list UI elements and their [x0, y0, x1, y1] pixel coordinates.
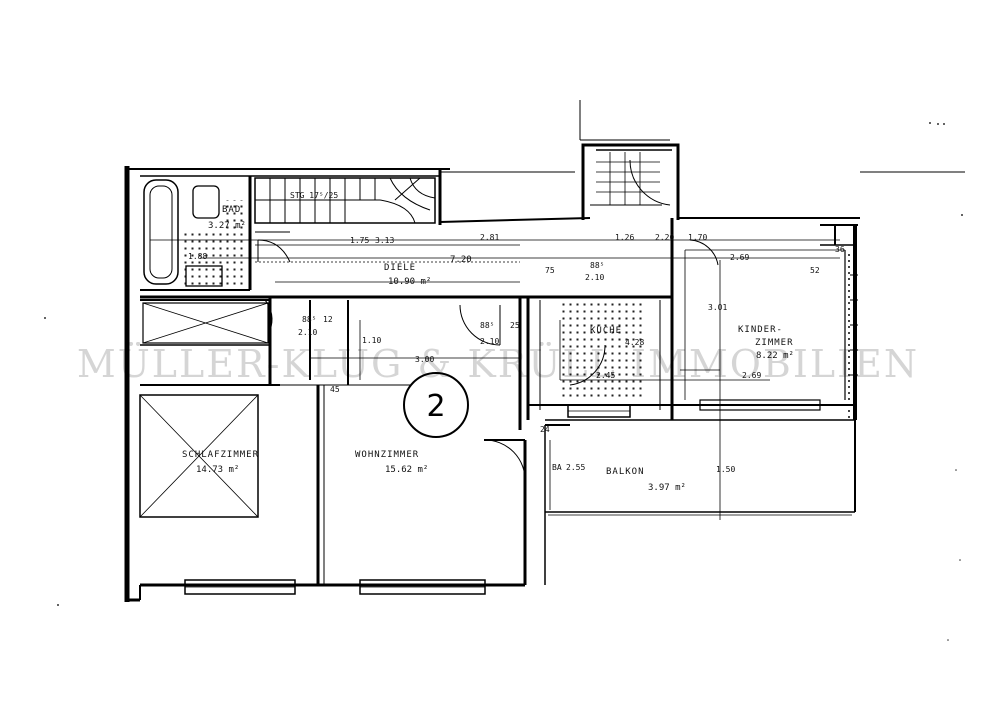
dim-126: 1.26: [615, 233, 634, 242]
kueche-name: KÜCHE: [590, 325, 622, 336]
dim-25: 25: [510, 321, 520, 330]
dim-188: 1.88: [188, 252, 207, 261]
kueche-tiles: [562, 300, 642, 400]
wohnzimmer-name: WOHNZIMMER: [355, 450, 419, 460]
diele-area: 10.90 m²: [388, 277, 431, 287]
diele-name: DIELE: [384, 263, 416, 273]
schlafzimmer-name: SCHLAFZIMMER: [182, 450, 259, 460]
dim-220: 2.20: [655, 233, 674, 242]
kinderzimmer-name-2: ZIMMER: [755, 338, 794, 348]
dim-210a: 2.10: [585, 273, 604, 282]
dim-210b: 2.10: [298, 328, 317, 337]
unit-circle: [403, 372, 469, 438]
dim-269b: 2.69: [742, 371, 761, 380]
dim-313: 3.13: [375, 236, 394, 245]
bad-tiles: [183, 232, 245, 287]
kinderzimmer-area: 8.22 m²: [756, 351, 794, 361]
dim-885c: 88⁵: [480, 321, 494, 330]
bad-tiles-upper: [222, 200, 246, 232]
dim-255: 2.55: [566, 463, 585, 472]
walls: [124, 100, 965, 602]
dim-281: 2.81: [480, 233, 499, 242]
dim-110: 1.10: [362, 336, 381, 345]
dimension-lines: [150, 239, 840, 520]
schlafzimmer-area: 14.73 m²: [196, 465, 239, 475]
dim-150: 1.50: [716, 465, 735, 474]
bad-name: BAD: [222, 205, 241, 215]
balkon-area: 3.97 m²: [648, 483, 686, 493]
bad-area: 3.27 m²: [208, 221, 246, 231]
dim-12: 12: [323, 315, 333, 324]
kueche-dims: 4.28: [625, 338, 644, 347]
dim-245: 2.45: [596, 371, 615, 380]
balkon-name: BALKON: [606, 467, 645, 477]
wohnzimmer-area: 15.62 m²: [385, 465, 428, 475]
watermark: MÜLLER-KLUG & KRÜLL IMMOBILIEN: [77, 342, 919, 386]
dim-36: 36: [835, 245, 845, 254]
unit-number: 2: [426, 389, 445, 424]
dim-75: 75: [545, 266, 555, 275]
dim-300: 3.00: [415, 355, 434, 364]
dim-301: 3.01: [708, 303, 727, 312]
kinderzimmer-name-1: KINDER-: [738, 325, 783, 335]
scan-noise: [44, 122, 963, 641]
dim-885a: 88⁵: [590, 261, 604, 270]
dim-720: 7.20: [450, 255, 472, 265]
dim-269a: 2.69: [730, 253, 749, 262]
dim-45: 45: [330, 385, 340, 394]
dim-170: 1.70: [688, 233, 707, 242]
dim-ba: BA: [552, 463, 562, 472]
dim-52: 52: [810, 266, 820, 275]
dim-210c: 2.10: [480, 337, 499, 346]
stairs-label: STG 17⁵/25: [290, 191, 338, 200]
dim-885b: 88⁵: [302, 315, 316, 324]
kinderzimmer-wall-hatch: [845, 250, 855, 420]
dim-175: 1.75: [350, 236, 369, 245]
dim-24: 24: [540, 425, 550, 434]
